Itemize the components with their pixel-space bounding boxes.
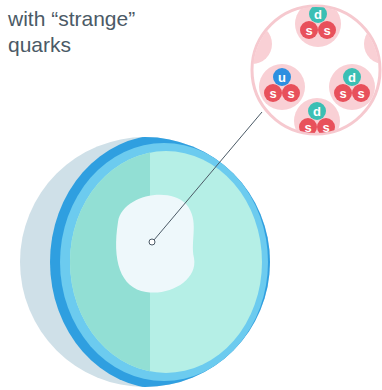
quark-letter: d <box>313 105 321 118</box>
mantle-shade <box>70 151 150 373</box>
baryon <box>329 64 375 110</box>
crust-layer <box>50 135 274 389</box>
quark-letter: s <box>304 121 311 134</box>
quark-circle: s <box>352 84 370 102</box>
baryon <box>294 98 340 133</box>
quark-letter: s <box>357 87 364 100</box>
baryon <box>364 24 379 64</box>
magnifier-view: dssussdssdss <box>253 7 379 133</box>
magnifier-ring <box>252 6 380 134</box>
quark-circle: s <box>318 21 336 39</box>
quark-letter: d <box>314 8 322 21</box>
baryon <box>253 108 270 133</box>
baryon <box>253 24 272 64</box>
quark-letter: u <box>278 71 286 84</box>
heading: with “strange” quarks <box>8 6 178 58</box>
quark-circle: s <box>282 84 300 102</box>
outer-layer <box>60 143 268 381</box>
quark-circle: s <box>264 84 282 102</box>
quark-letter: s <box>287 87 294 100</box>
leader-line <box>154 112 262 240</box>
quark-letter: s <box>269 87 276 100</box>
quark-letter: s <box>305 24 312 37</box>
quark-circle: s <box>299 118 317 133</box>
point-marker <box>149 239 155 245</box>
baryon <box>259 64 305 110</box>
quark-circle: s <box>317 118 335 133</box>
core-region <box>116 195 194 293</box>
baryon <box>366 102 379 133</box>
quark-circle: s <box>334 84 352 102</box>
baryon <box>295 7 341 47</box>
quark-circle: s <box>300 21 318 39</box>
quark-letter: s <box>323 24 330 37</box>
quark-letter: s <box>339 87 346 100</box>
quark-letter: s <box>322 121 329 134</box>
quark-letter: d <box>348 71 356 84</box>
mantle-layer <box>70 151 262 373</box>
